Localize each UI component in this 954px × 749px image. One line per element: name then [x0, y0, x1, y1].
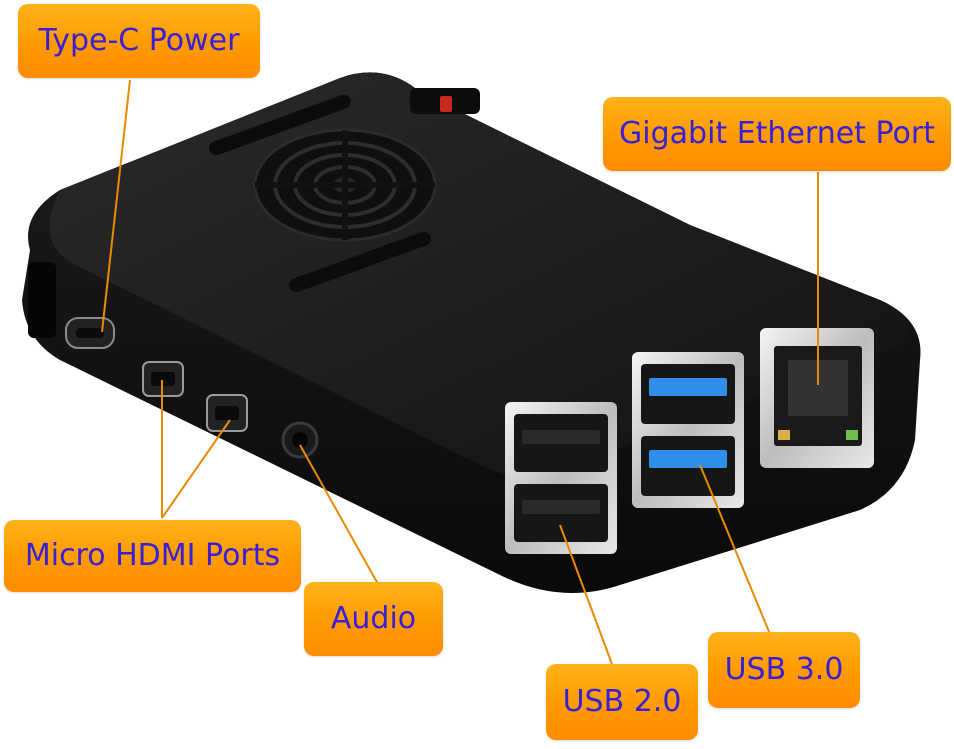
label-micro-hdmi-text: Micro HDMI Ports: [24, 538, 281, 573]
label-ethernet-text: Gigabit Ethernet Port: [619, 116, 935, 151]
label-usb-2: USB 2.0: [546, 664, 698, 740]
label-gigabit-ethernet-port: Gigabit Ethernet Port: [603, 97, 951, 171]
label-usb3-text: USB 3.0: [724, 652, 844, 687]
label-usb2-text: USB 2.0: [562, 684, 682, 719]
left-side-ports: [28, 262, 319, 459]
leader-audio: [299, 444, 379, 585]
usb3-ports: [632, 352, 744, 508]
label-type-c-power-text: Type-C Power: [38, 23, 240, 58]
label-micro-hdmi-ports: Micro HDMI Ports: [4, 520, 301, 592]
leader-lines: [101, 79, 819, 665]
label-type-c-power: Type-C Power: [18, 4, 260, 78]
ethernet-port: [760, 328, 874, 468]
label-audio: Audio: [304, 582, 443, 656]
leader-hdmi-2: [161, 419, 231, 519]
label-usb-3: USB 3.0: [708, 632, 860, 708]
label-audio-text: Audio: [330, 601, 417, 636]
cooling-fan: [253, 128, 437, 242]
leader-usb3: [699, 464, 771, 635]
usb2-ports: [505, 402, 617, 554]
leader-type-c: [101, 79, 131, 333]
leader-usb2: [559, 524, 613, 665]
